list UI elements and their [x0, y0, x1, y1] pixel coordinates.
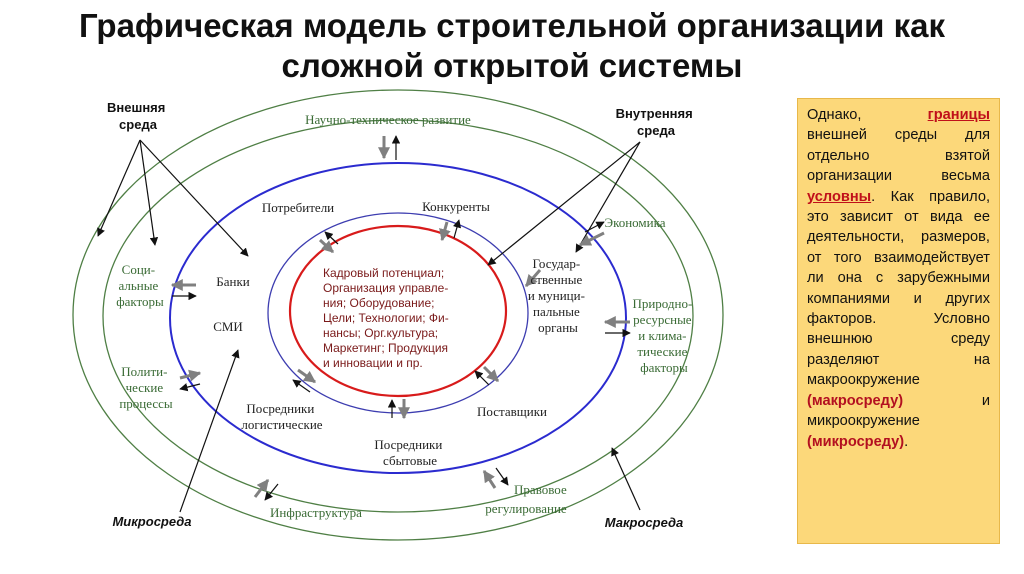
factor-media: СМИ: [213, 319, 243, 334]
highlight-micro: (микросреду): [807, 433, 905, 450]
pointer-internal: [487, 141, 641, 266]
pointer-macro: [611, 447, 641, 511]
factor-sales: Посредники сбытовые: [374, 437, 445, 468]
factor-social: Соци- альные факторы: [116, 262, 164, 309]
highlight-boundaries: границы: [927, 107, 990, 123]
factor-natural: Природно- ресурсные и клима- тические фа…: [632, 296, 695, 375]
factor-consumers: Потребители: [262, 200, 334, 215]
explanation-text-2: внешней среды для отдельно взятой органи…: [807, 127, 990, 185]
factor-political: Полити- ческие процессы: [119, 364, 173, 411]
outer-ring-macro-inner: [102, 119, 694, 513]
middle-ring-micro: [169, 162, 627, 474]
explanation-text-4: и микроокружение: [807, 392, 990, 430]
pointer-internal-2: [575, 141, 641, 253]
factor-infrastructure: Инфраструктура: [270, 505, 362, 520]
factor-legal: Правовое регулирование: [485, 482, 570, 516]
label-external-env: Внешняя среда: [107, 100, 169, 132]
factor-competitors: Конкуренты: [422, 199, 490, 214]
factor-economy: Экономика: [604, 215, 665, 230]
pointer-external-2: [139, 139, 249, 257]
title-line-2: сложной открытой системы: [281, 47, 743, 84]
title-line-1: Графическая модель строительной организа…: [78, 7, 946, 44]
factor-banks: Банки: [216, 274, 250, 289]
core-internal-factors: Кадровый потенциал; Организация управле-…: [323, 266, 452, 370]
explanation-text-3: . Как правило, это зависит от вида ее де…: [807, 188, 990, 389]
label-macro-env: Макросреда: [605, 515, 684, 530]
highlight-macro: (макросреду): [807, 392, 904, 409]
interaction-arrows: [170, 135, 631, 501]
pointer-external-3: [97, 139, 141, 237]
factor-government: Государ- ственные и муници- пальные орга…: [528, 256, 588, 335]
label-micro-env: Микросреда: [112, 514, 191, 529]
factor-suppliers: Поставщики: [477, 404, 547, 419]
explanation-text-1: Однако,: [807, 107, 928, 123]
pointer-micro: [179, 349, 240, 513]
outer-ring-macro: [72, 89, 724, 541]
explanation-box: Однако, границы внешней среды для отдель…: [797, 98, 1000, 544]
core-ring: [288, 224, 508, 398]
page-title: Графическая модель строительной организа…: [0, 6, 1024, 86]
factor-science: Научно-техническое развитие: [305, 112, 471, 127]
label-internal-env: Внутренняя среда: [616, 106, 697, 138]
highlight-conditional: условны: [807, 188, 872, 205]
pointer-external-1: [139, 139, 159, 246]
factor-logistics: Посредники логистические: [241, 401, 322, 432]
explanation-text-5: .: [904, 433, 909, 450]
